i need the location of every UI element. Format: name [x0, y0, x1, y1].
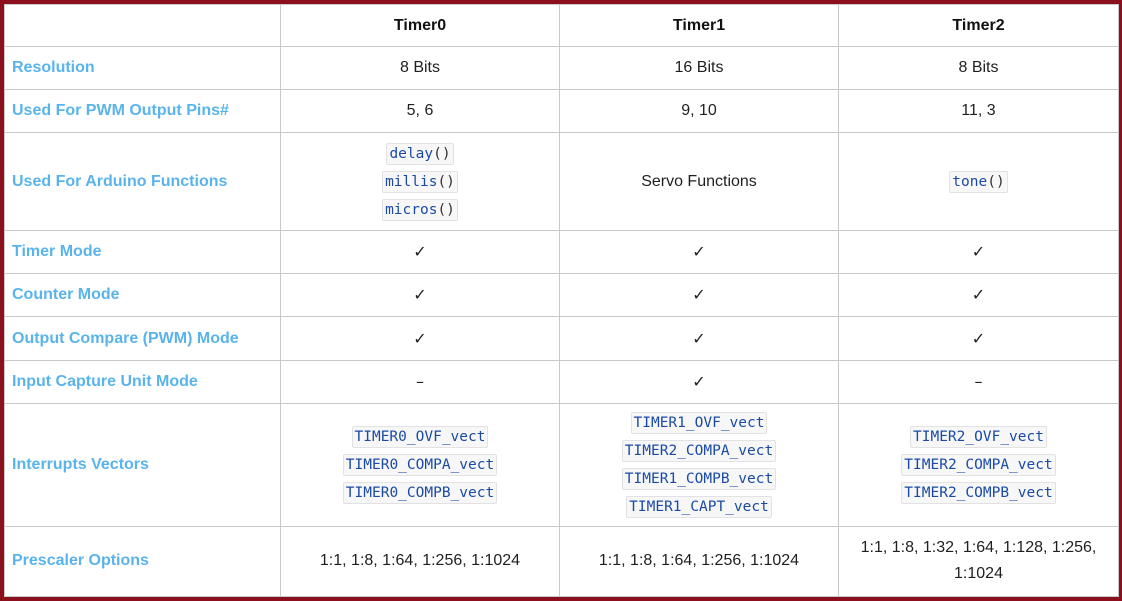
cell-timer1: 1:1, 1:8, 1:64, 1:256, 1:1024 [559, 525, 839, 598]
vector-item: TIMER2_OVF_vect [910, 425, 1047, 448]
row-prescaler: Prescaler Options 1:1, 1:8, 1:64, 1:256,… [4, 525, 1119, 598]
check-icon: ✓ [838, 273, 1119, 318]
check-icon: ✓ [838, 229, 1119, 275]
row-label: Timer Mode [4, 229, 281, 275]
vector-item: TIMER0_OVF_vect [351, 425, 489, 448]
vector-item: TIMER2_COMPA_vect [621, 439, 777, 462]
cell-timer1: 9, 10 [559, 89, 839, 134]
check-icon: ✓ [559, 229, 839, 275]
function-item: micros() [287, 196, 553, 224]
function-item: delay() [287, 140, 553, 168]
header-timer2: Timer2 [838, 4, 1119, 47]
cell-timer0: 8 Bits [280, 45, 560, 91]
cell-timer1: Servo Functions [559, 132, 839, 231]
function-item: millis() [287, 168, 553, 196]
row-label: Used For Arduino Functions [4, 132, 281, 231]
header-empty [4, 4, 281, 47]
cell-timer2: 1:1, 1:8, 1:32, 1:64, 1:128, 1:256, 1:10… [838, 525, 1119, 598]
header-row: Timer0 Timer1 Timer2 [4, 4, 1119, 47]
vector-item: TIMER0_COMPA_vect [342, 453, 498, 476]
function-name: micros [385, 201, 438, 218]
vector-item: TIMER2_COMPA_vect [901, 453, 1056, 476]
dash-icon: – [838, 359, 1119, 404]
vector-item: TIMER1_OVF_vect [630, 411, 768, 434]
function-name: tone [952, 173, 988, 190]
function-paren: () [437, 201, 455, 218]
cell-timer2: TIMER2_OVF_vect TIMER2_COMPA_vect TIMER2… [838, 402, 1119, 527]
vector-item: TIMER0_COMPB_vect [342, 481, 498, 504]
check-icon: ✓ [280, 229, 560, 275]
row-arduino-functions: Used For Arduino Functions delay() milli… [4, 132, 1119, 231]
cell-timer0: 1:1, 1:8, 1:64, 1:256, 1:1024 [280, 525, 560, 598]
row-label: Prescaler Options [4, 525, 281, 598]
row-resolution: Resolution 8 Bits 16 Bits 8 Bits [4, 45, 1119, 91]
row-label: Used For PWM Output Pins# [4, 89, 281, 134]
cell-timer2: 8 Bits [838, 45, 1119, 91]
row-label: Resolution [4, 45, 281, 91]
dash-icon: – [280, 359, 560, 404]
vector-item: TIMER1_CAPT_vect [626, 495, 772, 518]
row-counter-mode: Counter Mode ✓ ✓ ✓ [4, 273, 1119, 318]
check-icon: ✓ [559, 359, 839, 404]
function-paren: () [433, 145, 451, 162]
cell-timer2: tone() [838, 132, 1119, 231]
cell-timer2: 11, 3 [838, 89, 1119, 134]
function-paren: () [437, 173, 455, 190]
row-label: Input Capture Unit Mode [4, 359, 281, 404]
check-icon: ✓ [280, 273, 560, 318]
cell-timer0: 5, 6 [280, 89, 560, 134]
row-interrupts: Interrupts Vectors TIMER0_OVF_vect TIMER… [4, 402, 1119, 527]
function-name: millis [385, 173, 438, 190]
row-output-compare: Output Compare (PWM) Mode ✓ ✓ ✓ [4, 316, 1119, 361]
header-timer0: Timer0 [280, 4, 560, 47]
cell-timer1: 16 Bits [559, 45, 839, 91]
cell-timer0: TIMER0_OVF_vect TIMER0_COMPA_vect TIMER0… [280, 402, 560, 527]
function-name: delay [389, 145, 434, 162]
check-icon: ✓ [559, 273, 839, 318]
row-pwm-pins: Used For PWM Output Pins# 5, 6 9, 10 11,… [4, 89, 1119, 134]
row-timer-mode: Timer Mode ✓ ✓ ✓ [4, 229, 1119, 275]
cell-timer1: TIMER1_OVF_vect TIMER2_COMPA_vect TIMER1… [559, 402, 839, 527]
cell-timer0: delay() millis() micros() [280, 132, 560, 231]
vector-item: TIMER1_COMPB_vect [621, 467, 777, 490]
function-item: tone() [949, 170, 1008, 193]
check-icon: ✓ [280, 316, 560, 361]
row-label: Counter Mode [4, 273, 281, 318]
check-icon: ✓ [559, 316, 839, 361]
vector-item: TIMER2_COMPB_vect [901, 481, 1056, 504]
check-icon: ✓ [838, 316, 1119, 361]
timer-comparison-table: Timer0 Timer1 Timer2 Resolution 8 Bits 1… [4, 4, 1119, 598]
header-timer1: Timer1 [559, 4, 839, 47]
row-input-capture: Input Capture Unit Mode – ✓ – [4, 359, 1119, 404]
row-label: Interrupts Vectors [4, 402, 281, 527]
function-paren: () [987, 173, 1005, 190]
row-label: Output Compare (PWM) Mode [4, 316, 281, 361]
